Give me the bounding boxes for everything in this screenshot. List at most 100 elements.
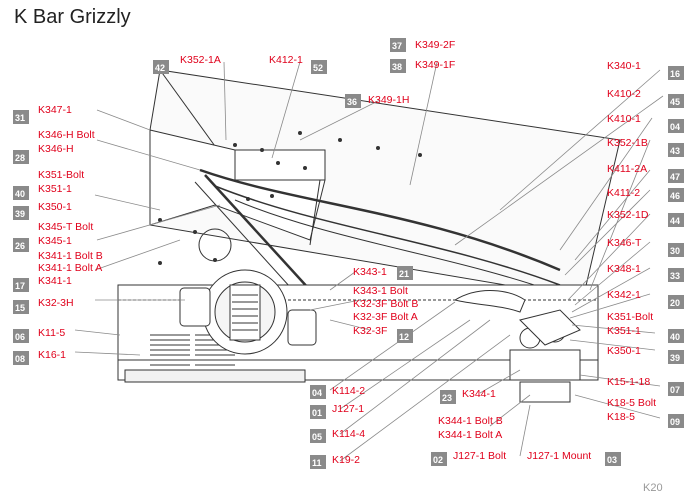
part-badge: 16 [668,66,684,80]
part-badge: 33 [668,268,684,282]
part-label: K411-2 [607,187,640,199]
svg-text:02: 02 [433,455,443,465]
svg-text:11: 11 [312,458,322,468]
part-label: K351-1 [607,325,641,337]
part-labels: K352-1A K412-1 K349-2F K349-1F K349-1H K… [38,39,656,466]
part-badge: 08 [13,351,29,365]
svg-text:43: 43 [670,146,680,156]
part-badge: 21 [397,266,413,280]
svg-text:05: 05 [312,432,322,442]
part-badge: 17 [13,278,29,292]
part-badge: 39 [13,206,29,220]
svg-text:33: 33 [670,271,680,281]
part-label: K410-1 [607,113,641,125]
svg-text:12: 12 [399,332,409,342]
part-label: K349-1F [415,59,455,71]
part-badge: 39 [668,350,684,364]
part-label: K350-1 [607,345,641,357]
svg-text:30: 30 [670,246,680,256]
svg-text:39: 39 [15,209,25,219]
part-label: K16-1 [38,349,66,361]
part-label: K346-T [607,237,642,249]
svg-text:37: 37 [392,41,402,51]
part-badge: 45 [668,94,684,108]
svg-text:15: 15 [15,303,25,313]
part-label: K341-1 Bolt B [38,250,103,262]
svg-text:42: 42 [155,63,165,73]
part-label: K11-5 [38,327,65,339]
part-label: K347-1 [38,104,72,116]
part-label: J127-1 [332,403,364,415]
part-badge: 46 [668,188,684,202]
part-label: J127-1 Bolt [453,450,506,462]
part-label: K343-1 [353,266,387,278]
part-label: K342-1 [607,289,641,301]
side-plate-hole [198,228,232,262]
svg-text:36: 36 [347,97,357,107]
part-badge: 38 [390,59,406,73]
part-label: K18-5 Bolt [607,397,656,409]
part-label: K32-3F Bolt B [353,298,418,310]
svg-text:16: 16 [670,69,680,79]
part-label: J127-1 Mount [527,450,591,462]
part-label: K114-4 [332,428,365,440]
part-label: K352-1B [607,137,648,149]
part-label: K32-3H [38,297,74,309]
part-badge: 28 [13,150,29,164]
svg-text:52: 52 [313,63,323,73]
part-label: K341-1 [38,275,72,287]
part-label: K346-H Bolt [38,129,95,141]
svg-text:01: 01 [312,408,322,418]
part-label: K345-1 [38,235,72,247]
svg-text:07: 07 [670,385,680,395]
part-label: K344-1 [462,388,496,400]
part-badge: 11 [310,455,326,469]
svg-text:38: 38 [392,62,402,72]
part-badge: 01 [310,405,326,419]
part-label: K351-Bolt [607,311,653,323]
svg-text:20: 20 [670,298,680,308]
part-label: K343-1 Bolt [353,285,408,297]
part-badge: 42 [153,60,169,74]
svg-text:45: 45 [670,97,680,107]
part-label: K351-1 [38,183,72,195]
svg-text:04: 04 [312,388,322,398]
part-badge: 04 [310,385,326,399]
part-badge: 05 [310,429,326,443]
part-badge: 06 [13,329,29,343]
part-badge: 12 [397,329,413,343]
svg-text:46: 46 [670,191,680,201]
part-badge: 07 [668,382,684,396]
part-badge: 15 [13,300,29,314]
part-label: K345-T Bolt [38,221,93,233]
svg-text:04: 04 [670,122,680,132]
part-badge: 30 [668,243,684,257]
svg-text:44: 44 [670,216,680,226]
part-label: K114-2 [332,385,365,397]
svg-text:28: 28 [15,153,25,163]
part-badge: 02 [431,452,447,466]
part-label: K341-1 Bolt A [38,262,102,274]
part-label: K411-2A [607,163,647,175]
part-label: K32-3F [353,325,387,337]
part-badge: 52 [311,60,327,74]
part-label: K346-H [38,143,74,155]
part-label: K18-5 [607,411,635,423]
svg-text:03: 03 [607,455,617,465]
svg-text:06: 06 [15,332,25,342]
svg-text:47: 47 [670,172,680,182]
part-label: K344-1 Bolt B [438,415,503,427]
part-label: K352-1D [607,209,649,221]
part-badge: 04 [668,119,684,133]
part-badge: 40 [668,329,684,343]
part-label: K15-1-18 [607,376,650,388]
part-badges: 42 52 37 38 36 16 45 04 43 47 46 44 30 3… [13,38,684,469]
part-label: K340-1 [607,60,641,72]
part-badge: 09 [668,414,684,428]
part-badge: 03 [605,452,621,466]
leader-lines [74,61,664,462]
part-badge: 31 [13,110,29,124]
svg-text:31: 31 [15,113,25,123]
part-label: K351-Bolt [38,169,84,181]
